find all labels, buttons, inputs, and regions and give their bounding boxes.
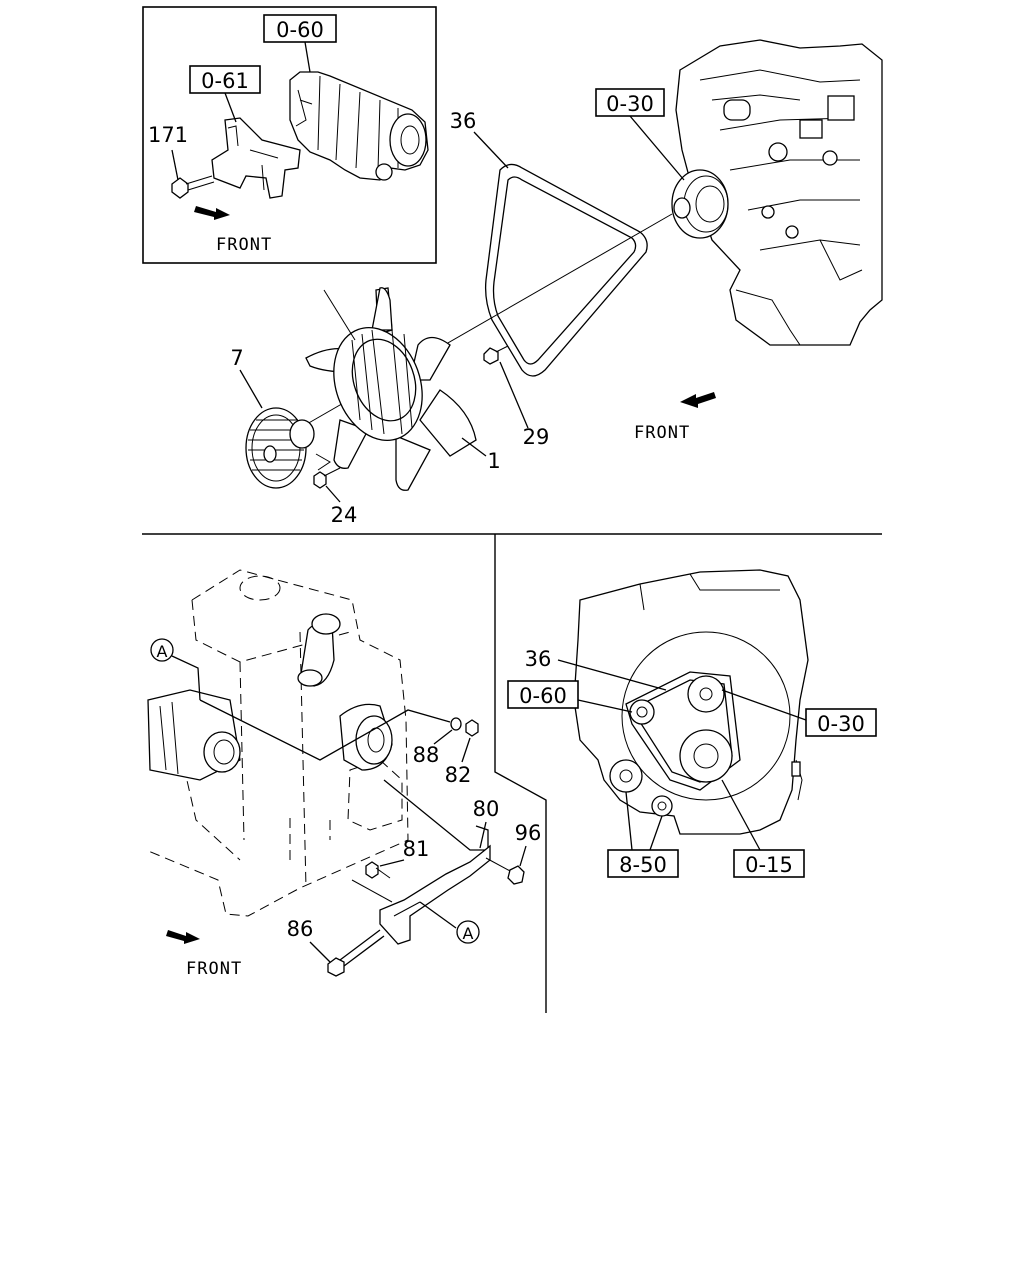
part-number-96: 96 [515, 821, 542, 845]
part-number-86: 86 [287, 917, 314, 941]
engine-block-outline [145, 569, 409, 917]
inset-front-label: FRONT [216, 235, 272, 255]
box-label-8-50: 8-50 [619, 853, 667, 877]
front-arrow-icon [194, 206, 230, 220]
washer-88-illustration [450, 717, 462, 731]
part-number-81: 81 [403, 837, 430, 861]
box-label-0-30: 0-30 [817, 712, 865, 736]
starter-motor-illustration [289, 71, 429, 181]
bolt-81-illustration [365, 861, 391, 879]
nut-82-illustration [465, 719, 479, 737]
box-label-0-60: 0-60 [519, 684, 567, 708]
part-number-36-belt: 36 [525, 647, 552, 671]
front-arrow-icon [680, 392, 716, 408]
part-number-24: 24 [331, 503, 358, 527]
part-number-7: 7 [230, 346, 243, 370]
part-number-29: 29 [523, 425, 550, 449]
drive-belt-illustration [484, 163, 648, 377]
main-box-label-0-30: 0-30 [606, 92, 654, 116]
bottom-left-panel: A A 88 82 80 96 81 86 FRONT [145, 569, 542, 979]
idler-pulley-illustration [339, 703, 393, 771]
front-arrow-icon [166, 930, 200, 944]
inset-panel: 0-60 0-61 171 FRONT [142, 6, 437, 264]
inset-box-label-0-60: 0-60 [276, 18, 324, 42]
top-main-panel: 36 0-30 7 29 1 24 FRONT [230, 39, 883, 527]
part-number-82: 82 [445, 763, 472, 787]
part-number-80: 80 [473, 797, 500, 821]
bolt-86-illustration [327, 929, 385, 977]
bolt-29-illustration [483, 345, 509, 365]
main-front-label: FRONT [634, 423, 690, 443]
bolt-96-illustration [485, 857, 525, 885]
vertical-divider [494, 534, 547, 1013]
alternator-illustration [147, 689, 241, 781]
box-label-0-15: 0-15 [745, 853, 793, 877]
water-outlet-illustration [297, 613, 341, 687]
bolt-171-illustration [171, 175, 215, 199]
starter-bracket-illustration [211, 117, 301, 199]
part-number-36: 36 [450, 109, 477, 133]
bottom-left-front-label: FRONT [186, 959, 242, 979]
engine-block-illustration [671, 39, 883, 346]
callout-letter-a-bottom: A [463, 924, 474, 943]
bolt-24-illustration [313, 453, 341, 489]
callout-letter-a-top: A [157, 642, 168, 661]
inset-frame [142, 6, 437, 264]
cooling-fan-illustration [305, 287, 477, 491]
fan-clutch-illustration [245, 407, 315, 489]
part-number-88: 88 [413, 743, 440, 767]
part-number-1: 1 [487, 449, 500, 473]
part-number-171: 171 [148, 123, 188, 147]
inset-box-label-0-61: 0-61 [201, 69, 249, 93]
bottom-right-panel: 36 0-60 0-30 8-50 0-15 [507, 569, 877, 878]
